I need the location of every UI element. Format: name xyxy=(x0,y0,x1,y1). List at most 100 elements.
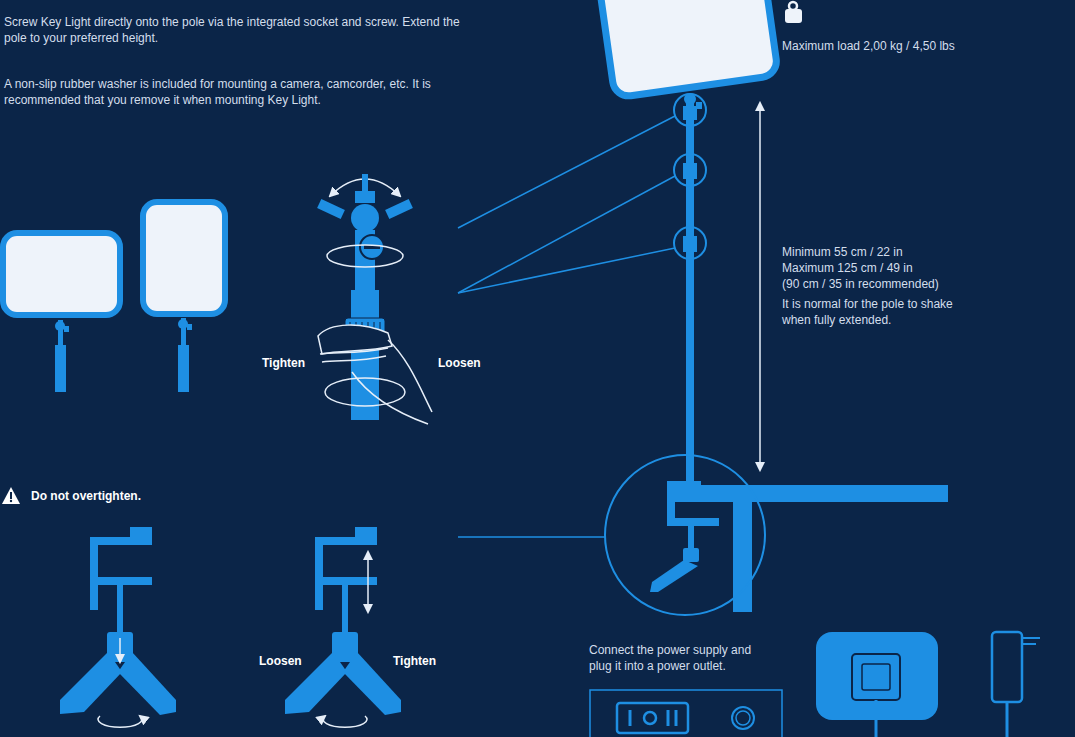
light-portrait-part xyxy=(178,319,188,329)
light-portrait xyxy=(143,202,225,392)
instruction-text: Connect the power supply and plug it int… xyxy=(589,642,769,674)
spec-text: (90 cm / 35 in recommended) xyxy=(782,276,939,292)
leader-lines-part xyxy=(458,116,675,228)
clamp-base-part xyxy=(315,537,323,610)
weight-icon-part xyxy=(785,9,802,23)
light-portrait-part xyxy=(187,324,192,330)
ball-head-detail-part xyxy=(385,199,413,219)
clamp-base-part xyxy=(367,552,369,612)
key-light-back xyxy=(816,632,938,737)
desk-clamp-part xyxy=(675,485,948,502)
instruction-text: Screw Key Light directly onto the pole v… xyxy=(4,14,474,46)
ball-head-detail-part xyxy=(360,235,384,259)
warning-icon-part xyxy=(10,492,12,499)
extension-pole-part xyxy=(674,227,706,259)
power-outlet-part xyxy=(736,711,750,725)
light-landscape-part xyxy=(64,326,69,332)
extension-pole xyxy=(674,93,706,486)
power-adapter xyxy=(992,632,1040,737)
extension-pole-part xyxy=(674,94,706,126)
power-adapter-part xyxy=(1006,702,1009,737)
power-outlet-part xyxy=(675,710,678,726)
power-adapter-part xyxy=(1022,637,1040,639)
power-outlet-part xyxy=(732,707,754,729)
clamp-base-part xyxy=(119,638,121,662)
ball-head-detail-part xyxy=(362,174,368,192)
leader-lines-part xyxy=(458,536,605,538)
clamp-base-part xyxy=(343,652,401,715)
clamp-base-part xyxy=(90,537,152,545)
light-portrait-part xyxy=(143,202,225,314)
power-outlet-part xyxy=(644,712,656,724)
clamp-base-part xyxy=(92,577,152,585)
clamp-base-part xyxy=(98,716,142,727)
desk-clamp-part xyxy=(605,455,765,615)
instruction-text: A non-slip rubber washer is included for… xyxy=(4,76,474,108)
note-text: It is normal for the pole to shake when … xyxy=(782,296,960,328)
extension-pole-part xyxy=(683,236,697,252)
clamp-base-part xyxy=(60,652,122,714)
clamp-base xyxy=(60,527,176,727)
desk-clamp-part xyxy=(667,518,719,526)
ball-head-detail-part xyxy=(351,290,379,420)
clamp-base-part xyxy=(323,716,367,727)
ball-head-detail-part xyxy=(317,199,345,219)
ball-head-detail xyxy=(317,174,432,424)
clamp-base-part xyxy=(90,537,98,610)
height-dimension xyxy=(760,103,761,470)
action-label: Tighten xyxy=(262,355,305,371)
action-label: Loosen xyxy=(259,653,302,669)
clamp-base-part xyxy=(342,585,348,635)
ball-head-detail-part xyxy=(320,348,388,362)
extension-pole-part xyxy=(674,154,706,186)
extension-pole-part xyxy=(683,163,697,179)
warning-icon-part xyxy=(10,500,12,502)
key-light-back-part xyxy=(875,700,878,737)
key-light-back-part xyxy=(862,664,890,690)
action-label: Tighten xyxy=(393,653,436,669)
warning-icon-part xyxy=(2,487,20,504)
clamp-base-part xyxy=(118,652,176,715)
extension-pole-part xyxy=(683,106,697,120)
ball-head-detail-part xyxy=(351,204,379,232)
clamp-base-part xyxy=(355,527,377,537)
warning-icon xyxy=(2,487,20,504)
warning-text: Do not overtighten. xyxy=(31,488,141,504)
power-outlet-part xyxy=(590,690,782,737)
ball-head-detail-part xyxy=(325,378,405,406)
key-light-back-part xyxy=(852,654,900,700)
spec-text: Minimum 55 cm / 22 in xyxy=(782,244,903,260)
clamp-base-part xyxy=(130,527,152,537)
desk-clamp xyxy=(605,455,948,615)
spec-text: Maximum load 2,00 kg / 4,50 lbs xyxy=(782,38,955,54)
power-outlet xyxy=(590,690,782,737)
power-adapter-part xyxy=(1022,643,1036,645)
clamp-base xyxy=(285,527,401,727)
ball-head-detail-part xyxy=(355,191,375,203)
light-landscape-part xyxy=(3,233,120,315)
spec-text: Maximum 125 cm / 49 in xyxy=(782,260,913,276)
extension-pole-part xyxy=(696,102,702,109)
leader-lines-part xyxy=(458,248,675,293)
action-label: Loosen xyxy=(438,355,481,371)
clamp-base-part xyxy=(117,585,123,635)
desk-clamp-part xyxy=(683,548,699,562)
power-outlet-part xyxy=(667,710,670,726)
light-landscape-part xyxy=(55,321,65,331)
leader-lines-part xyxy=(458,176,675,293)
light-landscape xyxy=(3,233,120,392)
power-outlet-part xyxy=(617,703,688,733)
key-light-panel-part xyxy=(597,0,779,98)
clamp-base-part xyxy=(315,537,377,545)
desk-clamp-part xyxy=(688,526,694,550)
weight-icon xyxy=(785,2,802,23)
leader-lines xyxy=(458,116,675,537)
desk-clamp-part xyxy=(650,560,698,592)
height-dimension-part xyxy=(759,103,761,470)
power-adapter-part xyxy=(992,632,1022,702)
power-outlet-part xyxy=(629,710,632,726)
light-landscape-part xyxy=(55,345,66,392)
key-light-panel xyxy=(597,0,779,98)
